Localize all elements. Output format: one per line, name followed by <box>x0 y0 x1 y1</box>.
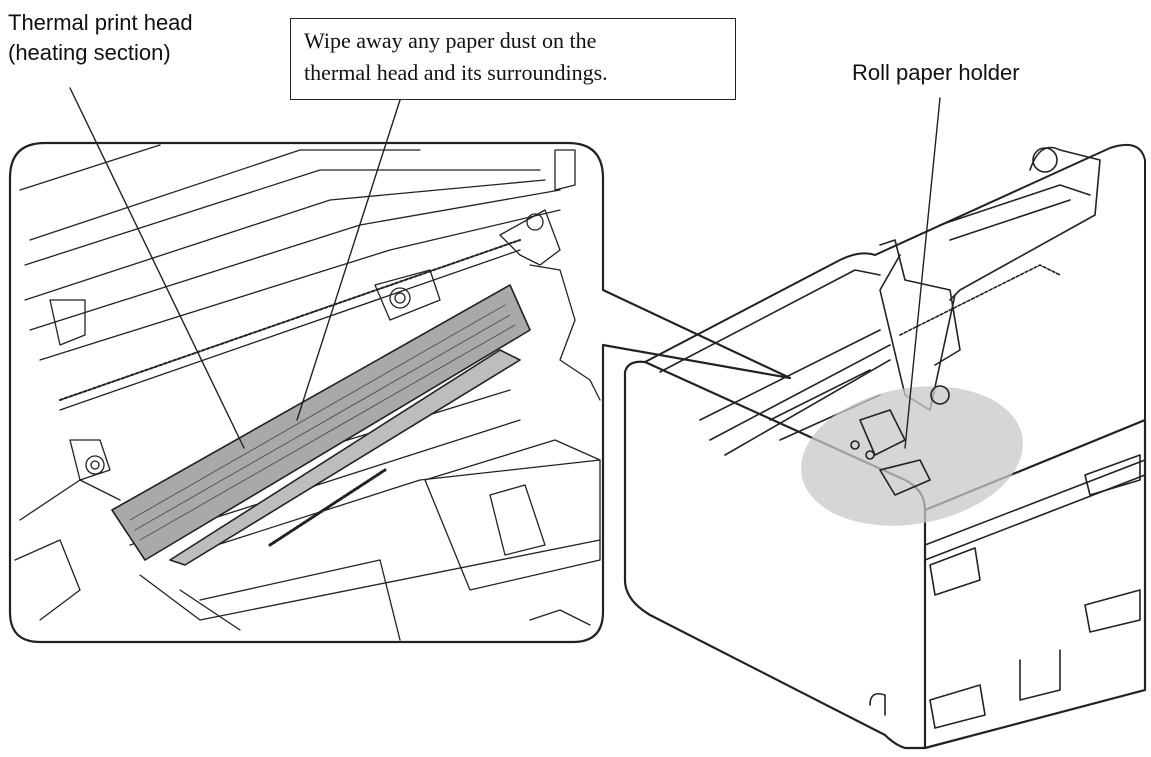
thermal-head-label-line1: Thermal print head <box>8 10 193 35</box>
callout-line2: thermal head and its surroundings. <box>304 60 608 85</box>
thermal-print-head-label: Thermal print head (heating section) <box>8 8 193 68</box>
thermal-head-label-line2: (heating section) <box>8 40 171 65</box>
leader-roll-holder <box>904 97 941 449</box>
printer-side-face <box>923 418 1147 750</box>
roll-holder-highlight <box>801 386 1023 526</box>
thermal-head-bar <box>111 284 531 566</box>
detail-zoom-panel <box>8 141 792 644</box>
cleaning-callout-box: Wipe away any paper dust on the thermal … <box>290 18 736 100</box>
callout-line1: Wipe away any paper dust on the <box>304 28 597 53</box>
leader-lines <box>69 87 941 449</box>
leader-thermal-head <box>69 87 245 449</box>
leader-callout <box>296 99 401 421</box>
zoom-panel-outline <box>8 141 792 644</box>
printer-body <box>623 144 1147 750</box>
roll-paper-holder-label: Roll paper holder <box>852 60 1020 85</box>
